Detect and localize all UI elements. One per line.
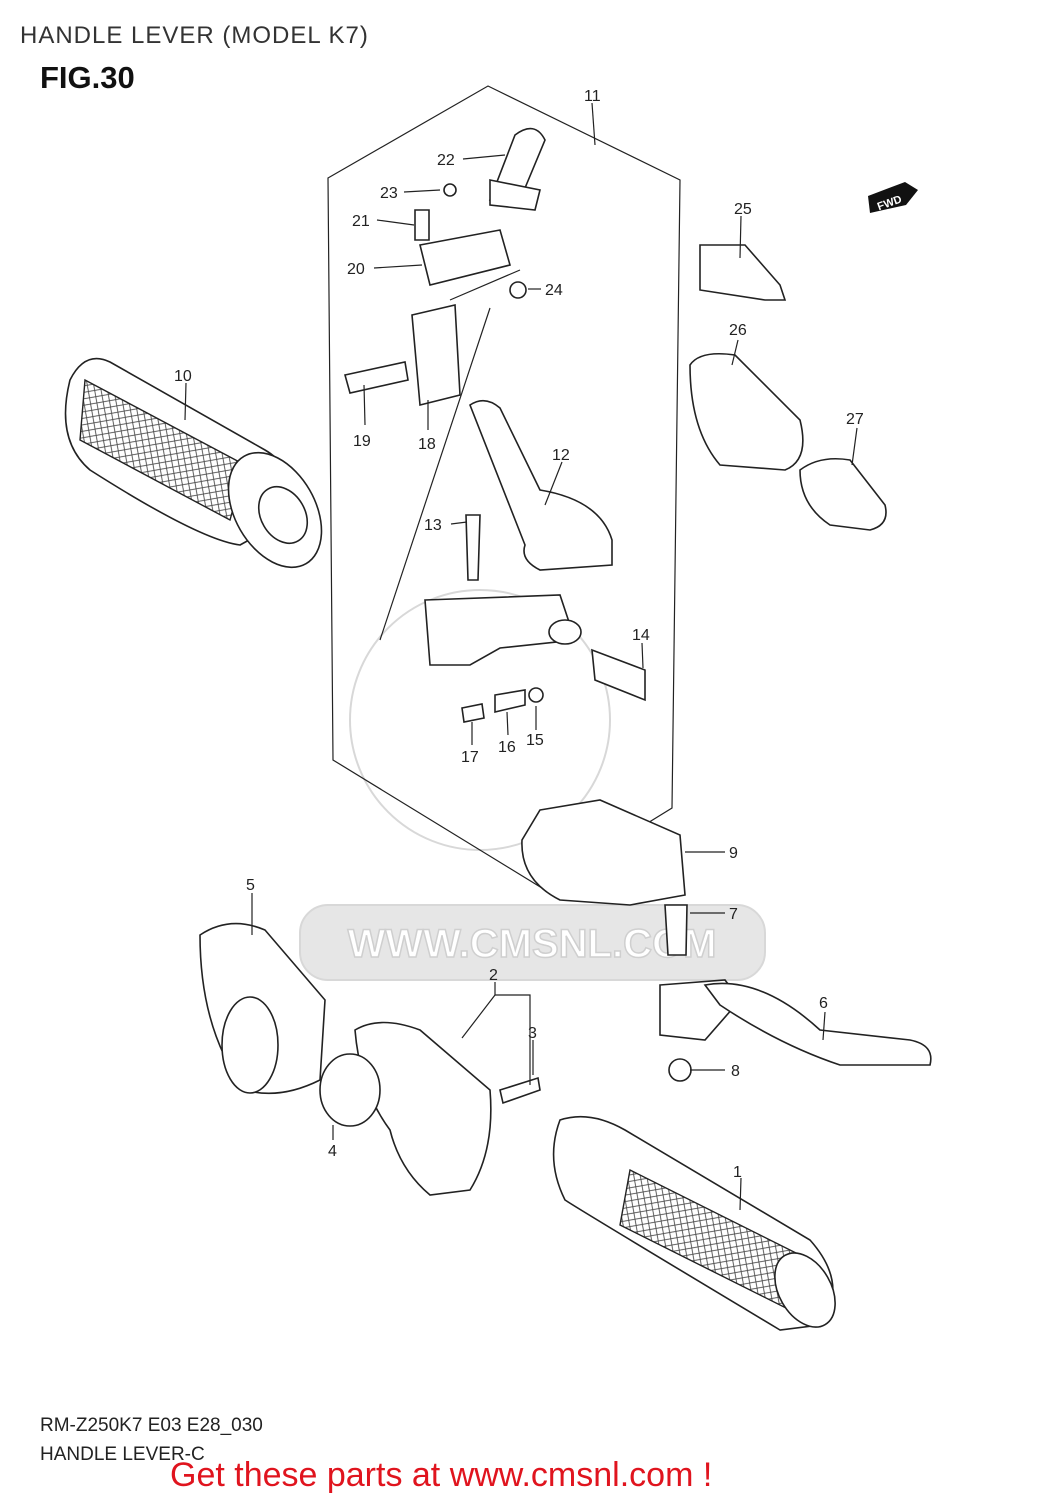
part-label-27: 27: [846, 411, 864, 428]
part-label-5: 5: [246, 877, 255, 894]
part-label-4: 4: [328, 1143, 337, 1160]
part-label-16: 16: [498, 739, 516, 756]
fwd-arrow-icon: FWD: [868, 182, 918, 213]
part-label-2: 2: [489, 967, 498, 984]
part-label-17: 17: [461, 749, 479, 766]
cmsnl-watermark: WWW.CMSNL.COM: [299, 589, 766, 981]
part-label-14: 14: [632, 627, 650, 644]
part-label-9: 9: [729, 845, 738, 862]
part-label-22: 22: [437, 152, 455, 169]
part-label-18: 18: [418, 436, 436, 453]
figure-label: FIG.30: [40, 60, 135, 95]
part-label-1: 1: [733, 1164, 742, 1181]
clutch-lever-assembly: [344, 127, 646, 723]
promo-link[interactable]: Get these parts at www.cmsnl.com !: [170, 1456, 713, 1494]
assembly-outline-11: [327, 85, 681, 889]
part-label-3: 3: [528, 1025, 537, 1042]
right-grip: [552, 1115, 836, 1331]
part-label-19: 19: [353, 433, 371, 450]
part-label-25: 25: [734, 201, 752, 218]
page-title: HANDLE LEVER (MODEL K7): [20, 22, 369, 49]
part-label-8: 8: [731, 1063, 740, 1080]
part-label-13: 13: [424, 517, 442, 534]
part-label-20: 20: [347, 261, 365, 278]
part-label-7: 7: [729, 906, 738, 923]
watermark-text: WWW.CMSNL.COM: [348, 922, 717, 966]
part-number-labels: 1 2 3 4 5 6 7 8 9 10 11 12 13 14 15 16 1…: [174, 88, 864, 1181]
part-label-6: 6: [819, 995, 828, 1012]
part-label-12: 12: [552, 447, 570, 464]
part-label-15: 15: [526, 732, 544, 749]
lever-cover: [521, 799, 686, 906]
model-code: RM-Z250K7 E03 E28_030: [40, 1415, 263, 1436]
adjuster-parts: [689, 244, 887, 531]
part-label-26: 26: [729, 322, 747, 339]
throttle-and-brake-assembly: [199, 904, 932, 1196]
part-label-24: 24: [545, 282, 563, 299]
part-label-10: 10: [174, 368, 192, 385]
left-grip: [64, 357, 323, 569]
diagram-caption: HANDLE LEVER-C: [40, 1444, 205, 1465]
leader-lines: [184, 102, 858, 1211]
part-label-11: 11: [584, 88, 601, 105]
part-label-21: 21: [352, 213, 370, 230]
part-label-23: 23: [380, 185, 398, 202]
